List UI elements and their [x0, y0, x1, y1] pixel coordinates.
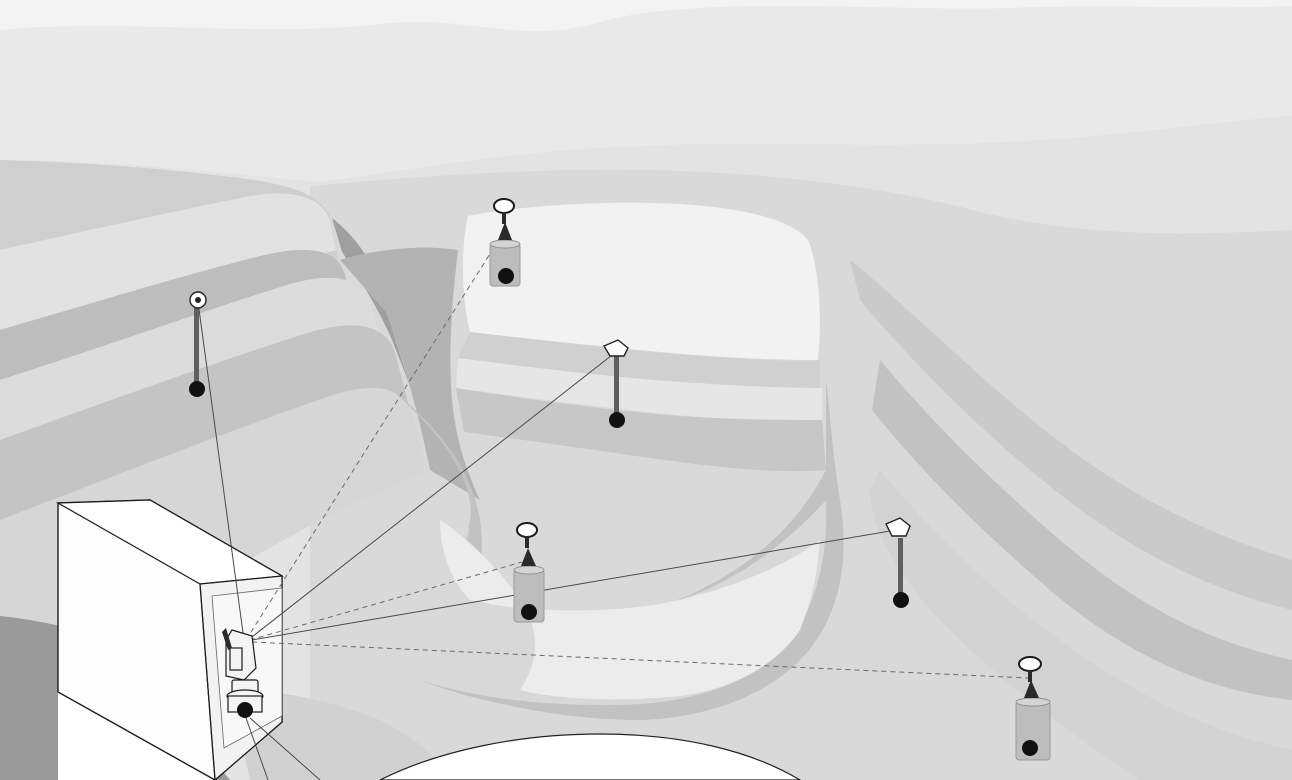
right-slope-band-3 — [870, 470, 1292, 780]
prism-icon — [885, 517, 911, 537]
survey-mark — [498, 268, 514, 284]
gnss-antenna-icon — [516, 522, 538, 538]
gnss-antenna-icon — [493, 198, 515, 214]
pit-floor — [440, 520, 820, 700]
survey-mark — [189, 381, 205, 397]
survey-mark — [893, 592, 909, 608]
right-slope-band-2 — [872, 360, 1292, 700]
gnss-pit-floor — [513, 522, 545, 623]
foreground-inset-arc — [379, 733, 802, 780]
survey-mark — [609, 412, 625, 428]
prism-pole — [614, 354, 619, 414]
gnss-right-lower — [1015, 656, 1051, 761]
gnss-top — [489, 198, 521, 287]
sightline-prism-right — [251, 529, 897, 641]
left-cliff-wall — [332, 218, 426, 440]
survey-mark — [1022, 740, 1038, 756]
sightline-gnss-pit — [249, 561, 523, 641]
sightline-gnss-right — [251, 641, 1029, 679]
survey-mark — [237, 702, 253, 718]
prism-center — [602, 339, 629, 428]
central-mesa-band-3 — [456, 388, 826, 472]
prism-left-upper — [189, 291, 207, 397]
central-mesa-band-2 — [456, 358, 822, 422]
gnss-antenna-icon — [1018, 656, 1042, 672]
prism-pole — [898, 538, 903, 594]
shelter-edge — [199, 583, 216, 780]
inset-leader-right — [249, 717, 321, 780]
sightline-prism-center — [247, 351, 617, 641]
survey-mark — [521, 604, 537, 620]
prism-pole — [194, 304, 199, 384]
central-mesa-band-1 — [458, 332, 820, 389]
right-slope-band-1 — [850, 260, 1292, 610]
left-cliff-shadow — [340, 247, 480, 500]
sightline-gnss-top — [245, 237, 501, 641]
prism-right — [885, 517, 911, 608]
sight-lines — [197, 237, 1029, 780]
inset-leader-left — [245, 717, 269, 780]
total-station-icon — [222, 628, 264, 718]
sightline-prism-left-upper — [197, 301, 245, 641]
central-mesa-top — [462, 202, 820, 360]
foreground-mid-ground — [230, 690, 450, 780]
prism-icon — [602, 339, 629, 357]
